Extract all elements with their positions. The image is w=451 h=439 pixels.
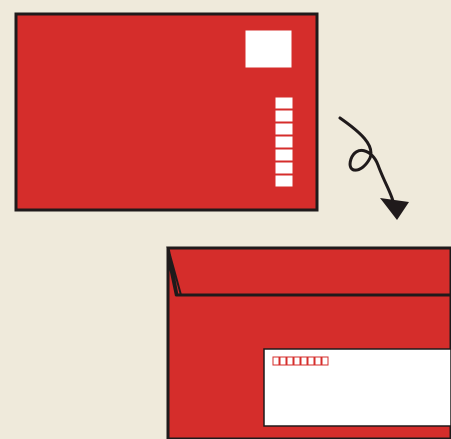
postal-code-box — [275, 149, 293, 161]
envelope-flap-band — [166, 246, 451, 297]
vertical-envelope — [14, 12, 319, 212]
flap-edge-line — [167, 247, 182, 296]
postal-code-box — [275, 97, 293, 109]
postal-code-box — [275, 110, 293, 122]
address-code-box — [300, 356, 308, 366]
arrow-head — [380, 198, 409, 220]
stamp-area — [245, 30, 292, 68]
postal-code-box — [275, 123, 293, 135]
horizontal-envelope — [166, 246, 451, 439]
address-code-box — [272, 356, 280, 366]
postal-code-box — [275, 175, 293, 187]
orientation-arrow — [338, 116, 409, 220]
postal-code-boxes — [275, 97, 293, 187]
address-code-boxes — [272, 356, 329, 366]
address-code-box — [279, 356, 287, 366]
address-code-box — [293, 356, 301, 366]
flap-fold-line — [167, 257, 177, 297]
curved-arrow-line — [338, 116, 396, 207]
address-code-box — [314, 356, 322, 366]
address-code-box — [307, 356, 315, 366]
postal-code-box — [275, 162, 293, 174]
address-code-box — [321, 356, 329, 366]
address-code-box — [286, 356, 294, 366]
postal-code-box — [275, 136, 293, 148]
